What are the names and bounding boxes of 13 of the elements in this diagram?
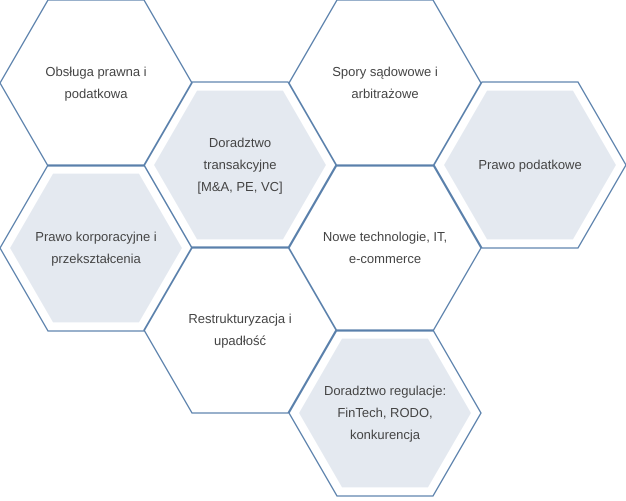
service-label: Nowe technologie, IT, e-commerce	[322, 228, 448, 268]
hexagon	[289, 330, 481, 496]
service-label: Doradztwo regulacje: FinTech, RODO, konkurencja	[322, 382, 448, 444]
service-label: Obsługa prawna i podatkowa	[44, 63, 148, 103]
hexagon	[289, 165, 481, 331]
hexagon	[289, 0, 481, 166]
service-label: Restrukturyzacja i upadłość	[187, 310, 293, 350]
service-label: Prawo podatkowe	[478, 156, 582, 174]
service-label: Prawo korporacyjne i przekształcenia	[34, 228, 158, 268]
hexagon	[434, 82, 626, 248]
service-label: Doradztwo transakcyjne [M&A, PE, VC]	[196, 134, 284, 196]
service-label: Spory sądowowe i arbitrażowe	[331, 63, 439, 103]
hexagon	[0, 0, 192, 166]
